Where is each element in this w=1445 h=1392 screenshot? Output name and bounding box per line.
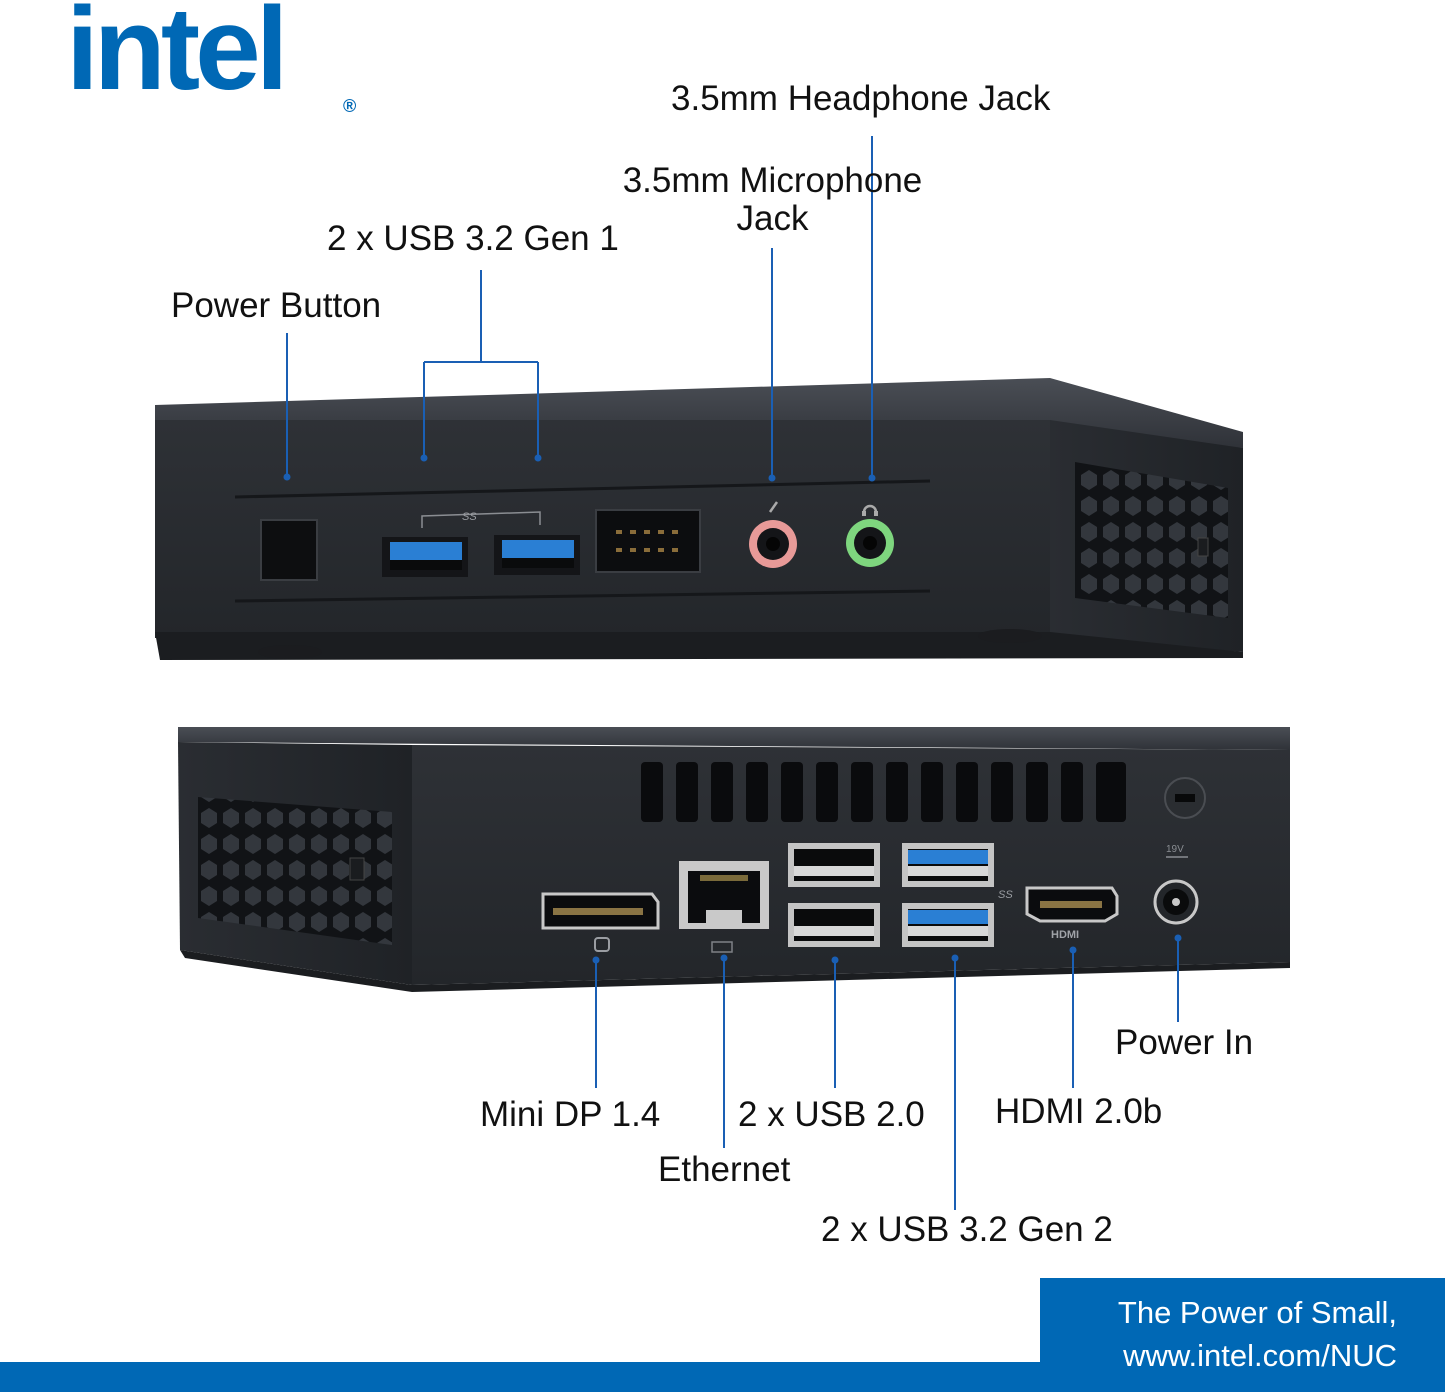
rear-exhaust-grille: [641, 762, 1126, 822]
headphone-icon: [862, 504, 878, 516]
footer-box: [1040, 1278, 1445, 1392]
usb-front-port-2[interactable]: [494, 535, 580, 575]
rear-side-vent: [198, 797, 392, 945]
label-microphone-line2: Jack: [736, 199, 809, 238]
rear-unit: SS HDMI 19V: [178, 727, 1290, 992]
front-unit: SS: [155, 378, 1243, 660]
label-hdmi: HDMI 2.0b: [995, 1092, 1163, 1131]
front-foot-right: [978, 629, 1042, 643]
power-button[interactable]: [260, 519, 318, 581]
hdmi-port[interactable]: [1025, 886, 1119, 923]
label-power-button: Power Button: [171, 286, 382, 325]
headphone-jack[interactable]: [846, 519, 894, 567]
network-icon: [711, 941, 733, 953]
ss-front-mark: SS: [462, 511, 477, 523]
usb20-port-1[interactable]: [788, 843, 880, 887]
front-groove-bottom: [234, 589, 931, 603]
usb20-port-2[interactable]: [788, 903, 880, 947]
label-usb-rear: 2 x USB 3.2 Gen 2: [821, 1210, 1113, 1249]
ethernet-port[interactable]: [679, 861, 769, 929]
usb-rear-port-1[interactable]: [902, 843, 994, 887]
mini-dp-port[interactable]: [541, 892, 660, 930]
rear-unit-top: [178, 727, 1290, 750]
displayport-icon: [594, 937, 610, 952]
label-ethernet: Ethernet: [658, 1150, 791, 1189]
microphone-jack[interactable]: [749, 520, 797, 568]
footer-tagline: The Power of Small, www.intel.com/NUC: [1118, 1292, 1397, 1378]
label-usb20: 2 x USB 2.0: [738, 1095, 925, 1134]
label-usb-front: 2 x USB 3.2 Gen 1: [327, 219, 619, 258]
front-unit-bottom: [155, 632, 1243, 660]
footer-url[interactable]: www.intel.com/NUC: [1123, 1337, 1397, 1373]
hdmi-logo-mark: HDMI: [1051, 929, 1079, 941]
front-header-port: [595, 509, 701, 573]
label-power-in: Power In: [1115, 1023, 1254, 1062]
label-mini-dp: Mini DP 1.4: [480, 1095, 661, 1134]
power-in-port[interactable]: [1153, 879, 1199, 925]
front-groove-top: [234, 479, 931, 499]
label-headphone-jack: 3.5mm Headphone Jack: [671, 79, 1051, 118]
label-microphone-jack: 3.5mm Microphone Jack: [610, 160, 935, 240]
usb-front-port-1[interactable]: [382, 537, 468, 577]
label-microphone-line1: 3.5mm Microphone: [622, 161, 923, 200]
usb-rear-port-2[interactable]: [902, 903, 994, 947]
leader-lines: [283, 136, 1182, 1210]
ss-rear-mark: SS: [998, 889, 1013, 901]
registered-mark: ®: [343, 96, 357, 116]
front-side-vent: [1075, 462, 1228, 618]
ss-bracket: [421, 511, 541, 528]
front-side-latch: [1197, 537, 1209, 557]
rear-side-latch: [349, 857, 365, 881]
front-foot-left: [258, 645, 322, 659]
intel-logo: intel: [66, 0, 289, 115]
rear-unit-bottom: [180, 950, 1290, 992]
footer-tagline-line1: The Power of Small,: [1117, 1295, 1397, 1330]
microphone-icon: [768, 501, 779, 513]
security-lock-slot: [1164, 777, 1206, 819]
voltage-mark: 19V: [1166, 844, 1184, 855]
